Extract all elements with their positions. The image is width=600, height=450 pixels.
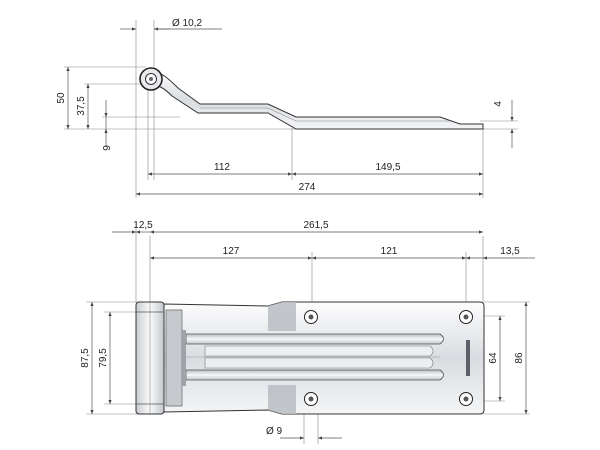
dim-hole-diameter: Ø 9: [266, 426, 283, 437]
dim-width-12-5: 12,5: [133, 220, 153, 231]
dim-width-13-5: 13,5: [500, 246, 520, 257]
mounting-hole-bottom-right: [459, 392, 473, 406]
rib-lower: [185, 369, 444, 381]
dim-height-87-5: 87,5: [80, 348, 91, 368]
dim-height-79-5: 79,5: [98, 348, 109, 368]
dim-length-274: 274: [299, 182, 316, 193]
dim-height-50: 50: [56, 92, 67, 104]
dim-height-86: 86: [514, 352, 525, 364]
mounting-hole-bottom-left: [304, 392, 318, 406]
brand-mark: [466, 340, 470, 376]
rib-upper: [185, 333, 444, 345]
dim-height-64: 64: [488, 352, 499, 364]
dim-length-149-5: 149,5: [375, 162, 400, 173]
top-view: 12,5 261,5 127 121 13,5 87,5 79,5 64 86 …: [80, 220, 535, 444]
dim-height-37-5: 37,5: [76, 96, 87, 116]
mounting-hole-top-right: [459, 310, 473, 324]
dim-length-112: 112: [214, 162, 230, 173]
dim-thickness-9: 9: [102, 145, 113, 151]
mounting-hole-top-left: [304, 310, 318, 324]
dim-width-127: 127: [223, 246, 240, 257]
dim-pin-diameter: Ø 10,2: [172, 18, 202, 29]
side-view: Ø 10,2 50 37,5 9 4 112 149,5 274: [56, 18, 518, 198]
dim-thickness-4: 4: [493, 101, 504, 107]
dim-width-121: 121: [381, 246, 398, 257]
dim-width-261-5: 261,5: [303, 220, 328, 231]
side-profile-leaf: [149, 71, 484, 130]
